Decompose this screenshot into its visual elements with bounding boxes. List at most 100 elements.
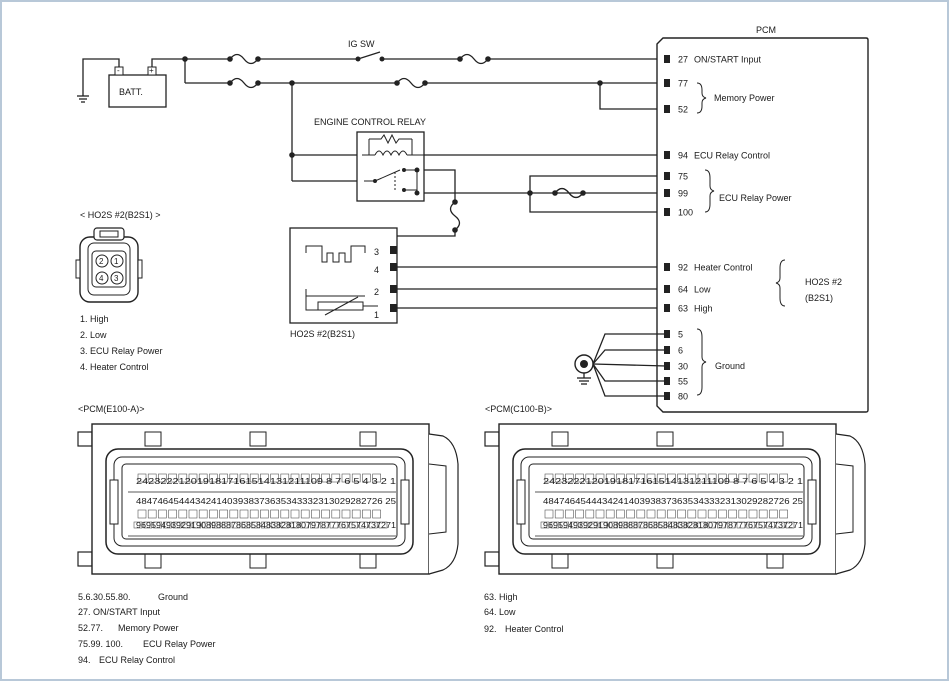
sensor-pin-4: 4 [374,265,379,275]
pcm-pin-function: Low [694,285,711,295]
pcm-pin-function: ECU Relay Control [694,151,770,161]
battery-plus: + [149,66,154,75]
engine-control-relay [356,131,425,202]
pcm-pin-terminal [664,151,670,159]
e100-legend-pins: 75.99. 100. [78,639,123,649]
e100-legend-desc: ECU Relay Power [143,639,216,649]
ground-group-label: Ground [715,361,745,371]
sensor-pin-2: 2 [374,287,379,297]
pcm-pin-terminal [664,377,670,385]
ho2s-legend-item: 3. ECU Relay Power [80,346,163,356]
e100-legend-pins: 94. [78,655,91,665]
pcm-e100-connector-face: 2423222120191817161514131211109 8 7 6 5 … [77,423,459,575]
pcm-pin-terminal [664,263,670,271]
ho2s-group-label: HO2S #2 [805,277,842,287]
e100-legend-pins: 27. [78,607,91,617]
battery-ground-icon [77,58,120,103]
pcm-c100-connector-face: 2423222120191817161514131211109 8 7 6 5 … [484,423,866,575]
pcm-pin-label: 6 [678,346,683,356]
pcm-pin-label: 30 [678,362,688,372]
pcm-pin-label: 55 [678,377,688,387]
ho2s-connector-pin: 2 [99,257,104,266]
ho2s-connector-pin: 3 [114,274,119,283]
pcm-box [656,37,869,413]
ho2s-connector-pin: 1 [114,257,119,266]
c100-legend-desc: Heater Control [505,624,564,634]
pcm-e100-legend: 5.6.30.55.80. Ground 27. ON/START Input … [78,592,216,665]
pcm-pin-list: 27 ON/START Input 77 52 94 ECU Relay Control 7… [664,55,770,402]
sensor-pin-1: 1 [374,310,379,320]
pcm-pin-terminal [664,392,670,400]
pcm-pin-function: Heater Control [694,263,753,273]
c100-legend-pins: 92. [484,624,497,634]
pcm-pin-terminal [664,172,670,180]
pcm-pin-label: 5 [678,330,683,340]
pcm-pin-terminal [664,79,670,87]
connector-pin-numbers: 9695949392919089888786858483828180797877… [543,521,804,530]
pcm-pin-terminal [664,105,670,113]
pcm-pin-terminal [664,346,670,354]
pcm-pin-label: 75 [678,172,688,182]
e100-legend-pins: 52.77. [78,623,103,633]
e100-legend-desc: ECU Relay Control [99,655,175,665]
ho2s-sensor [289,227,398,324]
pcm-pin-label: 27 [678,55,688,65]
pcm-group-braces [696,82,786,396]
e100-legend-pins: 5.6.30.55.80. [78,592,131,602]
pcm-pin-label: 52 [678,105,688,115]
memory-power-label: Memory Power [714,93,775,103]
pcm-pin-terminal [664,330,670,338]
ho2s-legend-item: 2. Low [80,330,107,340]
battery-minus: - [117,66,120,75]
connector-pin-numbers: 2423222120191817161514131211109 8 7 6 5 … [136,477,397,486]
e100-legend-desc: Ground [158,592,188,602]
connector-pin-numbers: 4847464544434241403938373635343332313029… [543,497,804,506]
ho2s-connector-pin: 4 [99,274,104,283]
ho2s-legend-item: 4. Heater Control [80,362,149,372]
battery-label: BATT. [119,87,143,97]
pcm-c100-title: <PCM(C100-B)> [485,404,552,414]
pcm-pin-terminal [664,208,670,216]
c100-legend-pins: 63. [484,592,497,602]
pcm-pin-label: 64 [678,285,688,295]
ho2s-legend-item: 1. High [80,314,109,324]
pcm-pin-label: 80 [678,392,688,402]
pcm-pin-label: 63 [678,304,688,314]
pcm-pin-terminal [664,189,670,197]
pcm-pin-label: 99 [678,189,688,199]
pcm-pin-function: ON/START Input [694,55,762,65]
pcm-pin-terminal [664,304,670,312]
ho2s-connector-title: < HO2S #2(B2S1) > [80,210,161,220]
e100-legend-desc: ON/START Input [93,607,161,617]
ho2s-group-sublabel: (B2S1) [805,293,833,303]
ground-icon [574,333,667,397]
power-wiring [182,51,666,251]
pcm-pin-terminal [664,55,670,63]
relay-title: ENGINE CONTROL RELAY [314,117,426,127]
pcm-pin-terminal [664,362,670,370]
ho2s-connector-face [75,227,143,303]
sensor-pin-3: 3 [374,247,379,257]
pcm-pin-label: 92 [678,263,688,273]
pcm-pin-label: 77 [678,79,688,89]
c100-legend-pins: 64. [484,607,497,617]
connector-pin-numbers: 4847464544434241403938373635343332313029… [136,497,397,506]
c100-legend-desc: Low [499,607,516,617]
sensor-wiring [397,266,666,309]
sensor-caption: HO2S #2(B2S1) [290,329,355,339]
e100-legend-desc: Memory Power [118,623,179,633]
pcm-c100-legend: 63. High 64. Low 92. Heater Control [484,592,564,634]
pcm-pin-label: 94 [678,151,688,161]
ig-switch-label: IG SW [348,39,375,49]
c100-legend-desc: High [499,592,518,602]
pcm-pin-terminal [664,285,670,293]
battery: - + BATT. [108,66,167,108]
connector-pin-numbers: 9695949392919089888786858483828180797877… [136,521,397,530]
connector-pin-numbers: 2423222120191817161514131211109 8 7 6 5 … [543,477,804,486]
ho2s-connector-legend: 1. High 2. Low 3. ECU Relay Power 4. Hea… [80,314,163,372]
pcm-title: PCM [756,25,776,35]
pcm-pin-label: 100 [678,208,693,218]
pcm-pin-function: High [694,304,713,314]
